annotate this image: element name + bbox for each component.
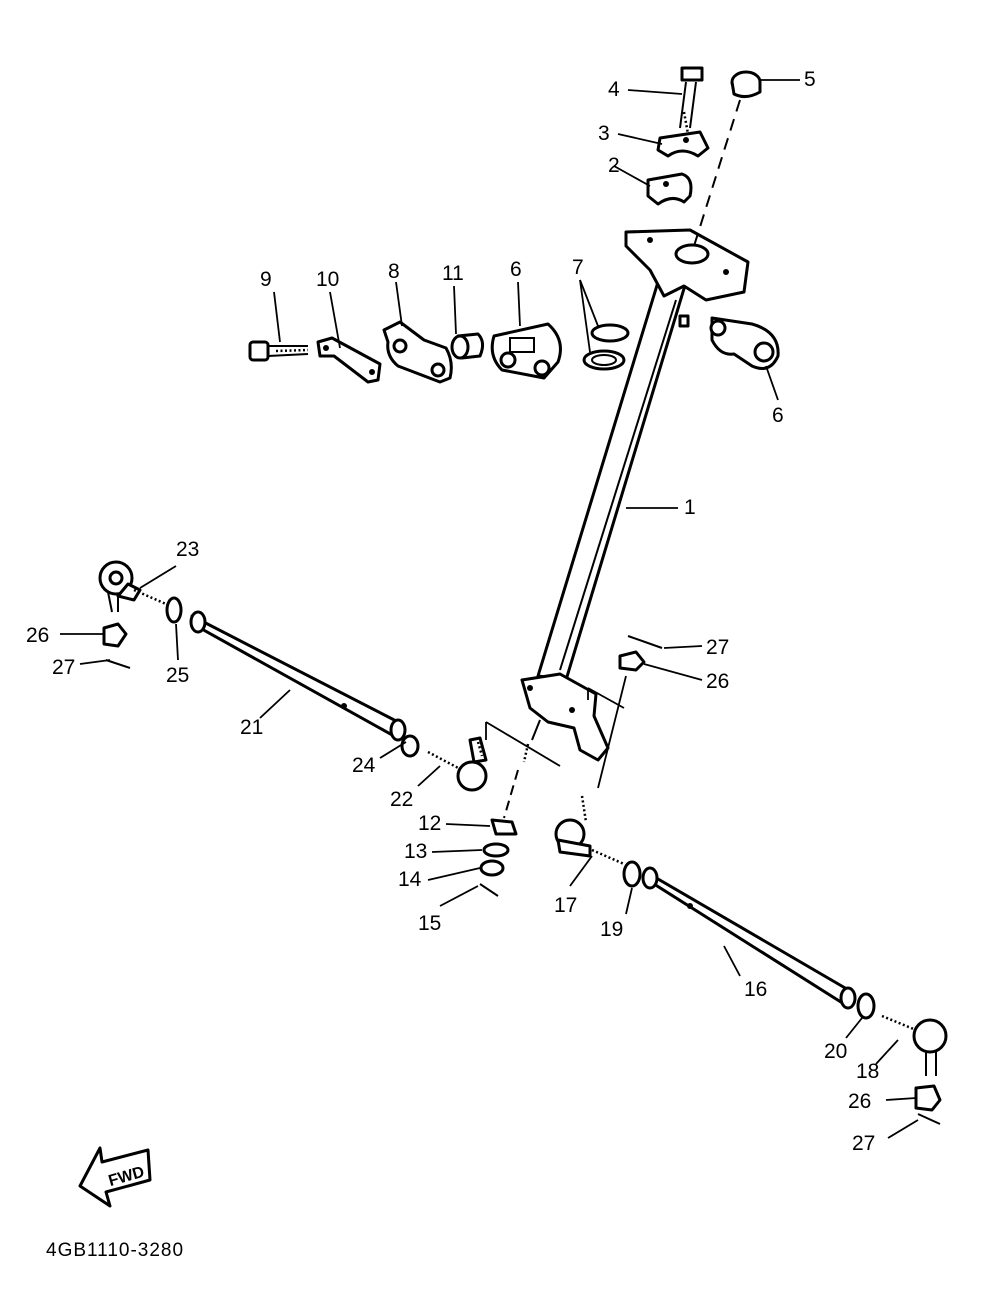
tie-rod-left: [189, 610, 407, 742]
pitman-arm: [485, 672, 625, 767]
forward-direction-arrow: FWD: [78, 1146, 152, 1208]
callout-27-right: 27: [852, 1132, 875, 1155]
callout-27-left: 27: [52, 656, 75, 679]
callout-22: 22: [390, 788, 413, 811]
callout-6-right: 6: [772, 404, 784, 427]
tie-rod-right: [641, 866, 857, 1010]
callout-26-left: 26: [26, 624, 49, 647]
callout-3: 3: [598, 122, 610, 145]
tie-rod-end-right: [856, 992, 948, 1125]
callout-14: 14: [398, 868, 422, 891]
callout-11: 11: [442, 262, 464, 285]
callout-17: 17: [554, 894, 577, 917]
callout-25: 25: [166, 664, 189, 687]
callout-5: 5: [804, 68, 816, 91]
clamp-part-3: [656, 130, 710, 158]
lock-plate-part-10: [316, 336, 382, 384]
callout-20: 20: [824, 1040, 847, 1063]
callout-16: 16: [744, 978, 767, 1001]
callout-15: 15: [418, 912, 441, 935]
callout-24: 24: [352, 754, 376, 777]
callout-9: 9: [260, 268, 272, 291]
callout-21: 21: [240, 716, 263, 739]
tie-rod-end-inner-right: [554, 675, 642, 888]
callout-4: 4: [608, 78, 620, 101]
plate-part-8: [382, 320, 453, 384]
steering-shaft-holder: [624, 228, 750, 302]
callout-labels: 1 2 3 4 5 6 6 7 8 9 10 11 12 13 14 15 16…: [26, 68, 879, 1155]
callout-27-upper: 27: [706, 636, 729, 659]
cap-part-5: [693, 70, 762, 247]
tie-rod-end-left: [98, 560, 183, 669]
callout-26-right: 26: [848, 1090, 871, 1113]
bolt-part-9: [248, 340, 309, 362]
callout-23: 23: [176, 538, 199, 561]
callout-1: 1: [684, 496, 696, 519]
diagram-part-code: 4GB1110-3280: [46, 1240, 184, 1261]
clamp-part-6-right: [709, 316, 780, 370]
callout-2: 2: [608, 154, 620, 177]
callout-12: 12: [418, 812, 441, 835]
tie-rod-end-inner-left: [400, 734, 488, 792]
clamp-part-2: [646, 172, 693, 206]
callout-13: 13: [404, 840, 427, 863]
bolt-part-4: [679, 66, 704, 135]
callout-8: 8: [388, 260, 400, 283]
bushings-part-7: [582, 323, 630, 371]
collar-part-11: [450, 332, 485, 360]
callout-18: 18: [856, 1060, 879, 1083]
callout-10: 10: [316, 268, 339, 291]
callout-19: 19: [600, 918, 623, 941]
clamp-part-6-left: [490, 322, 562, 380]
cotter-pin-upper: [618, 635, 663, 672]
nut-stack-12-15: [479, 769, 519, 897]
callout-6-left: 6: [510, 258, 522, 281]
callout-26-upper: 26: [706, 670, 729, 693]
callout-7: 7: [572, 256, 584, 279]
leader-lines: [60, 79, 919, 1139]
